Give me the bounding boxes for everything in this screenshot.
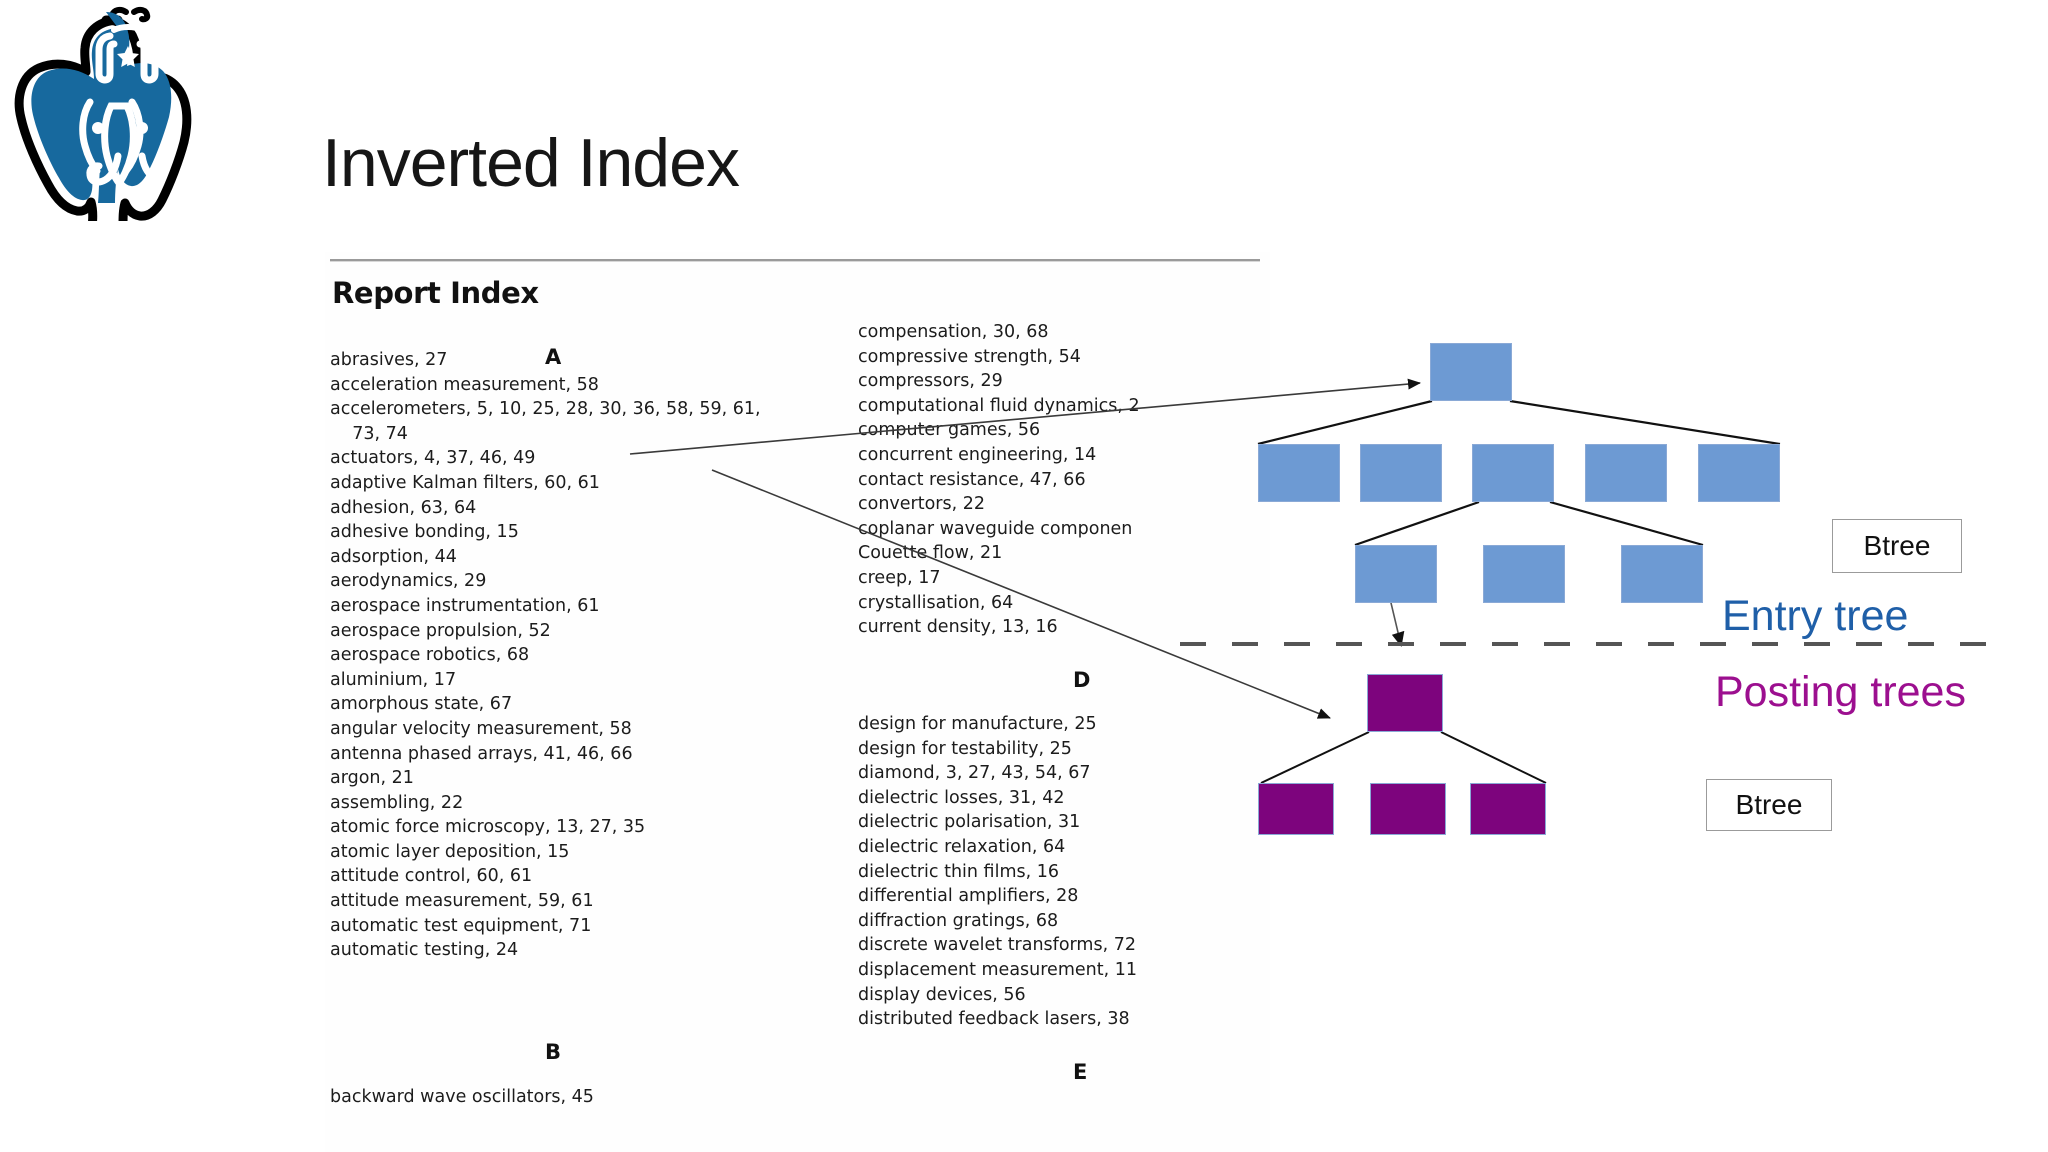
entry-tree-internal-node[interactable] [1698,444,1780,502]
entry-tree-leaf-node[interactable] [1483,545,1565,603]
page-title: Inverted Index [322,125,740,201]
btree-callout-posting: Btree [1706,779,1832,831]
posting-trees-label: Posting trees [1715,668,1966,716]
section-letter-d: D [1073,668,1091,692]
entry-tree-leaf-node[interactable] [1355,545,1437,603]
section-letter-b: B [545,1040,562,1064]
posting-tree-leaf-node[interactable] [1470,783,1546,835]
index-column-c: compensation, 30, 68 compressive strengt… [858,322,1140,638]
entry-tree-internal-node[interactable] [1258,444,1340,502]
entry-tree-label: Entry tree [1722,592,1909,640]
posting-tree-leaf-node[interactable] [1258,783,1334,835]
index-column-d: design for manufacture, 25 design for te… [858,714,1137,1030]
posting-tree-root-node[interactable] [1367,674,1443,732]
index-header-rule [330,259,1260,262]
entry-tree-internal-node[interactable] [1585,444,1667,502]
postgresql-elephant-logo [14,6,192,221]
btree-callout-entry: Btree [1832,519,1962,573]
index-heading: Report Index [332,276,539,310]
posting-tree-leaf-node[interactable] [1370,783,1446,835]
entry-tree-internal-node[interactable] [1472,444,1554,502]
entry-tree-leaf-node[interactable] [1621,545,1703,603]
section-letter-e: E [1073,1060,1088,1084]
index-column-a: abrasives, 27 acceleration measurement, … [330,350,761,961]
entry-tree-internal-node[interactable] [1360,444,1442,502]
entry-tree-root-node[interactable] [1430,343,1512,401]
section-letter-a: A [545,345,562,369]
index-column-b: backward wave oscillators, 45 [330,1087,594,1107]
